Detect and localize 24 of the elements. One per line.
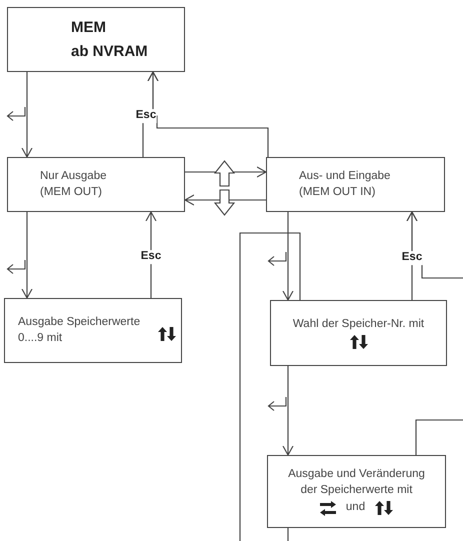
state-box [267,455,446,528]
connector-arrow [282,212,294,301]
connector-arrow [21,212,33,299]
connector-arrow [21,72,33,158]
connector-arrow [184,194,266,206]
node-text: und [346,500,366,516]
edge-label: Esc [134,109,158,123]
state-box [4,298,182,363]
node-text: Ausgabe Speicherwerte 0....9 mit [18,314,142,346]
node-heading: ab NVRAM [71,42,148,60]
edge-label: Esc [140,250,162,264]
connector-arrow [406,211,463,279]
node-text: Wahl der Speicher-Nr. mit [292,317,424,332]
node-heading: MEM [71,18,106,36]
node-text: Aus- und Eingabe (MEM OUT IN) [299,168,392,200]
connector-arrow [145,211,157,298]
state-box [7,7,185,72]
connector-arrow [147,71,269,157]
node-text: Nur Ausgabe (MEM OUT) [40,168,108,200]
state-box [266,157,445,212]
edge-label: Esc [400,251,424,265]
state-box [270,300,447,366]
connector-arrow [282,366,294,456]
state-box [7,157,185,212]
